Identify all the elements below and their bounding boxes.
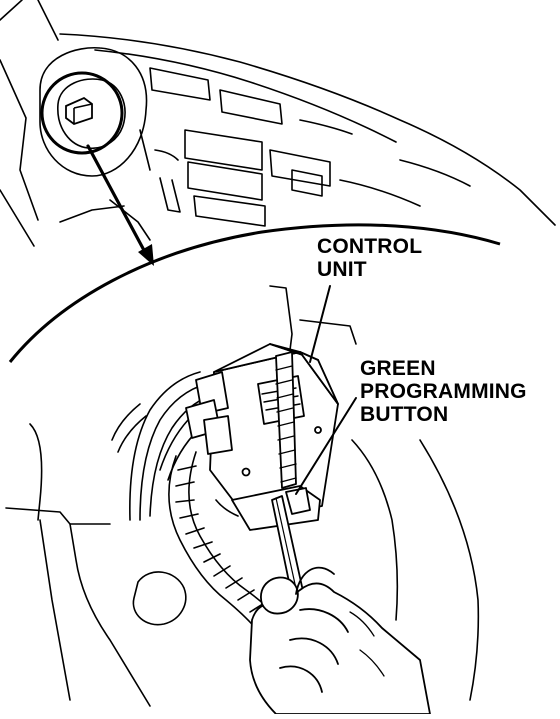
zoom-arrow bbox=[88, 146, 154, 266]
programming-button-leader bbox=[296, 398, 356, 494]
control-unit-leader bbox=[310, 286, 330, 362]
enlarged-surroundings bbox=[6, 286, 478, 706]
control-unit-module bbox=[186, 344, 338, 530]
hand-with-tool bbox=[250, 496, 430, 714]
leader-lines bbox=[296, 286, 356, 494]
enlarged-view-boundary bbox=[10, 225, 500, 362]
green-programming-button-label-line-2: PROGRAMMING bbox=[360, 380, 527, 403]
dashboard-overview bbox=[0, 0, 555, 246]
control-unit-location-callout bbox=[42, 73, 122, 153]
green-programming-button-label-line-1: GREEN bbox=[360, 357, 436, 380]
green-programming-button-label-line-3: BUTTON bbox=[360, 403, 449, 426]
green-programming-button-label: GREEN PROGRAMMING BUTTON bbox=[360, 357, 527, 426]
control-unit-label-line-2: UNIT bbox=[317, 258, 367, 281]
control-unit-label: CONTROL UNIT bbox=[317, 235, 422, 281]
control-unit-label-line-1: CONTROL bbox=[317, 235, 423, 258]
